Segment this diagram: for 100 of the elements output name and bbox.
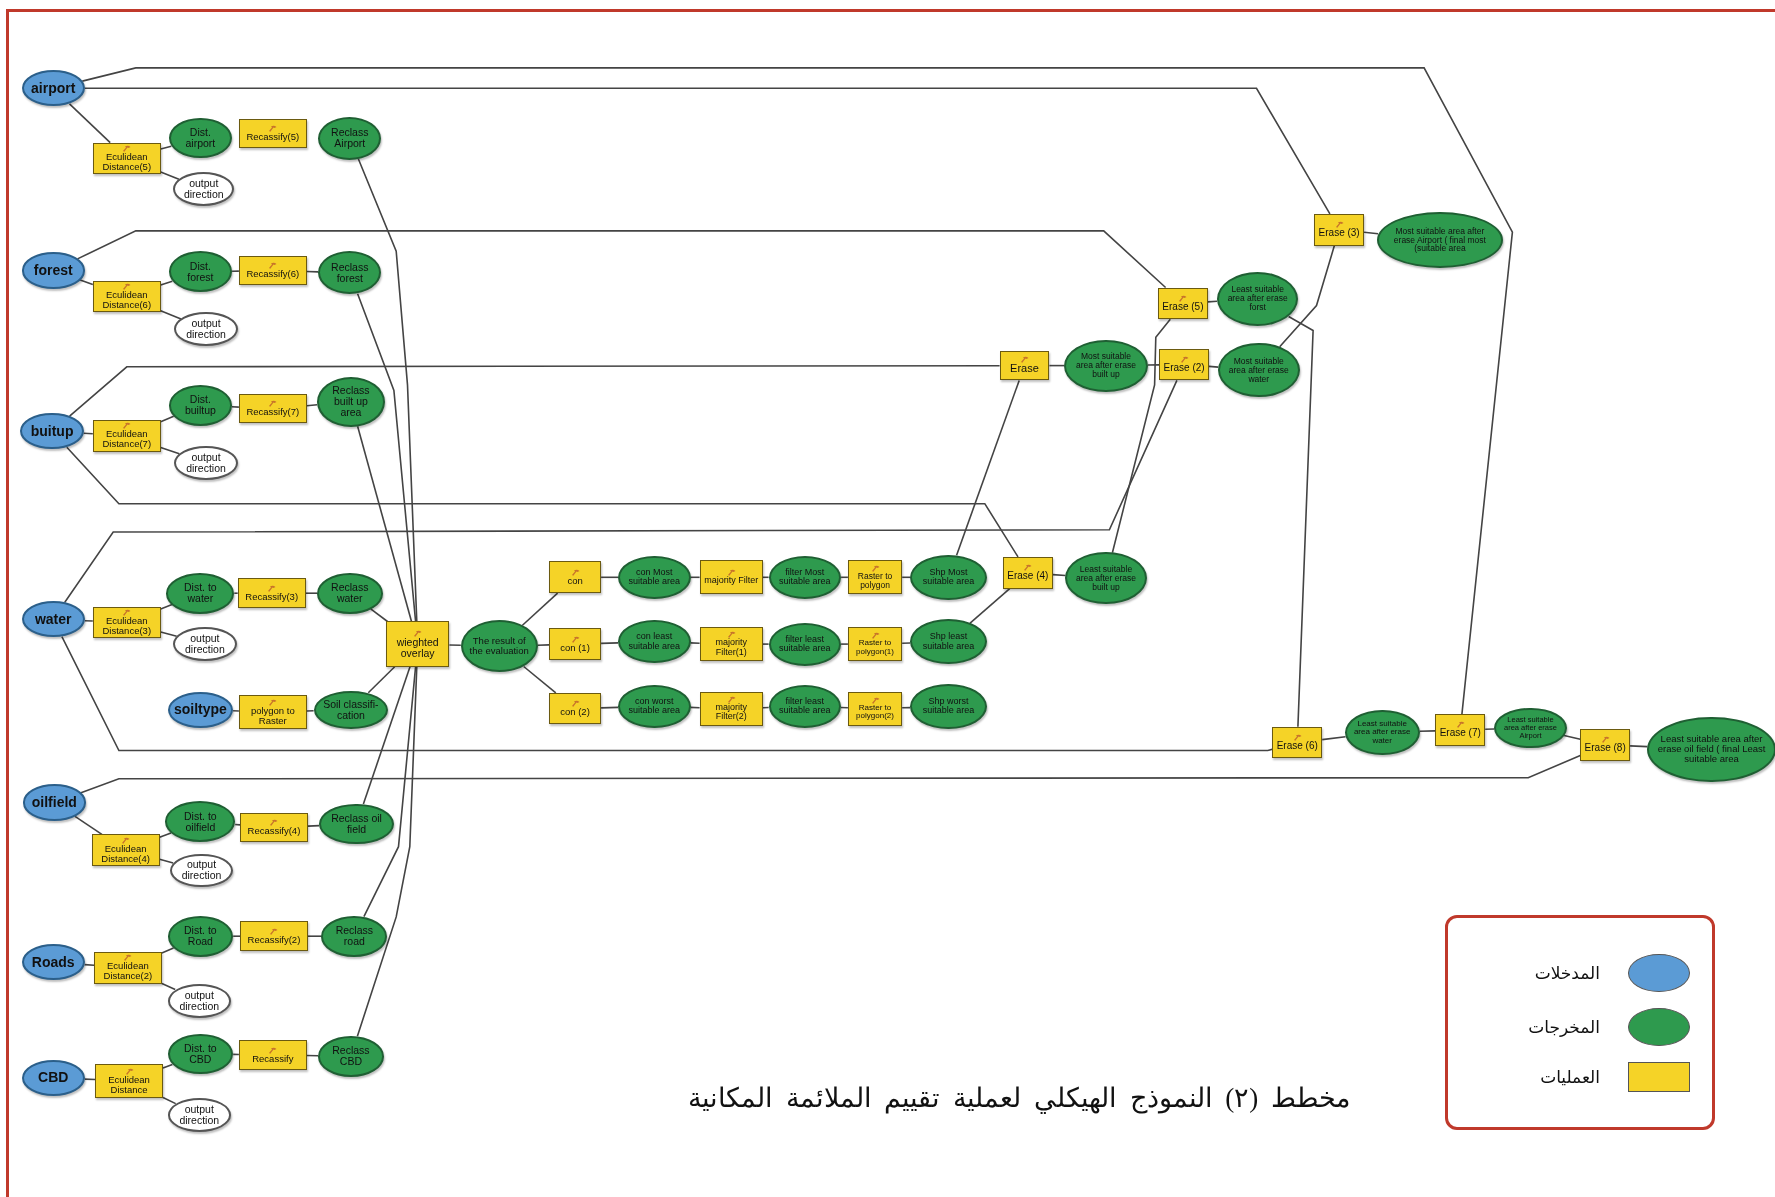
connector-line: [307, 935, 323, 937]
tool-box: [847, 691, 903, 726]
node-label: oilfield: [30, 795, 78, 810]
connector-line: [840, 643, 849, 645]
node-label: Eculidean Distance: [107, 1074, 151, 1095]
node-label: Dist. to Road: [183, 925, 218, 948]
connector-line: [84, 87, 1331, 215]
output-ellipse: [313, 690, 389, 729]
node-label: Least suitable area after erase built up: [1074, 565, 1137, 592]
tool-box: [847, 560, 903, 595]
tool-box: [386, 621, 450, 667]
connector-line: [161, 982, 176, 991]
node-label: Recassify(4): [246, 826, 302, 836]
output-ellipse: [768, 555, 842, 599]
connector-line: [356, 665, 418, 1037]
node-label: Reclass built up area: [331, 385, 371, 419]
node-label: output direction: [185, 451, 227, 474]
output-ellipse: [321, 915, 388, 957]
input-ellipse: [21, 1059, 85, 1096]
connector-line: [1563, 734, 1582, 740]
node-label: buitup: [29, 423, 75, 439]
connector-line: [369, 608, 389, 623]
connector-line: [1278, 244, 1336, 348]
node-label: Eculidean Distance(7): [101, 429, 153, 450]
node-label: Recassify(3): [244, 591, 300, 602]
input-ellipse: [21, 944, 85, 981]
node-label: Erase (3): [1317, 228, 1361, 239]
node-label: Dist. to CBD: [183, 1042, 218, 1065]
connector-line: [159, 415, 175, 423]
tool-box: [1158, 287, 1208, 320]
output-ellipse: [318, 1035, 384, 1077]
tool-box: [1314, 213, 1365, 246]
node-label: Raster to polygon(1): [855, 639, 895, 656]
node-label: Least suitable area after erase oil field ( final Least suitable area: [1656, 734, 1767, 765]
legend-label: المخرجات: [1528, 1016, 1600, 1037]
node-label: airport: [30, 80, 77, 96]
output-ellipse: [167, 983, 231, 1018]
tool-box: [847, 627, 903, 662]
tool-box: [239, 812, 308, 843]
tool-box: [238, 255, 307, 286]
node-label: Soil classifi- cation: [322, 698, 380, 721]
node-label: output direction: [180, 859, 223, 882]
tool-box: [238, 695, 307, 729]
node-label: con (1): [559, 642, 591, 653]
connector-line: [536, 644, 550, 646]
node-label: output direction: [178, 1104, 221, 1126]
connector-line: [307, 824, 321, 827]
node-label: Most suitable area after erase water: [1227, 356, 1290, 384]
node-label: Erase (8): [1583, 743, 1627, 754]
connector-line: [161, 947, 175, 954]
node-label: output direction: [184, 633, 226, 656]
node-label: Dist. to water: [183, 582, 218, 605]
node-label: Recassify(2): [246, 934, 302, 945]
tool-box: [1002, 556, 1053, 589]
connector-line: [1629, 745, 1649, 748]
output-ellipse: [318, 116, 382, 160]
node-label: Shp least suitable area: [921, 632, 976, 652]
connector-line: [83, 963, 95, 967]
connector-line: [66, 446, 1019, 558]
node-label: Most suitable area after erase Airport ( final most (suitable area: [1392, 226, 1487, 254]
node-label: Recassify: [251, 1053, 295, 1064]
connector-line: [232, 935, 241, 937]
connector-line: [304, 592, 318, 594]
node-label: filter least suitable area: [778, 696, 832, 716]
connector-line: [234, 823, 241, 826]
node-label: Erase (6): [1275, 740, 1319, 752]
output-ellipse: [169, 853, 234, 888]
output-ellipse: [910, 683, 988, 729]
output-ellipse: [166, 572, 235, 614]
connector-line: [232, 710, 240, 712]
connector-line: [81, 67, 1514, 716]
tool-box: [92, 419, 161, 452]
connector-line: [162, 1063, 174, 1069]
connector-line: [79, 279, 94, 286]
node-label: water: [33, 611, 73, 627]
output-ellipse: [167, 1033, 234, 1075]
output-ellipse: [618, 620, 691, 664]
output-ellipse: [618, 555, 691, 599]
connector-line: [306, 710, 315, 712]
node-label: filter least suitable area: [778, 634, 832, 654]
connector-line: [955, 379, 1020, 556]
output-ellipse: [618, 684, 691, 728]
tool-box: [1272, 726, 1323, 759]
input-ellipse: [20, 413, 84, 450]
node-label: Reclass forest: [330, 261, 370, 284]
legend-label: المدخلات: [1534, 962, 1600, 983]
tool-box: [699, 691, 763, 726]
connector-line: [74, 815, 103, 836]
node-label: con worst suitable area: [627, 696, 682, 716]
connector-line: [61, 635, 1274, 752]
tool-box: [1435, 714, 1486, 746]
connector-line: [1208, 365, 1220, 368]
tool-box: [238, 118, 307, 149]
output-ellipse: [167, 915, 234, 957]
tool-box: [95, 1064, 163, 1099]
connector-line: [600, 642, 619, 645]
tool-box: [237, 578, 306, 608]
node-label: Raster to polygon(2): [855, 703, 895, 721]
caption: مخطط (٢) النموذج الهيكلي لعملية تقييم الملائمة المكانية: [686, 1082, 1350, 1114]
node-label: Dist. builtup: [183, 394, 217, 417]
